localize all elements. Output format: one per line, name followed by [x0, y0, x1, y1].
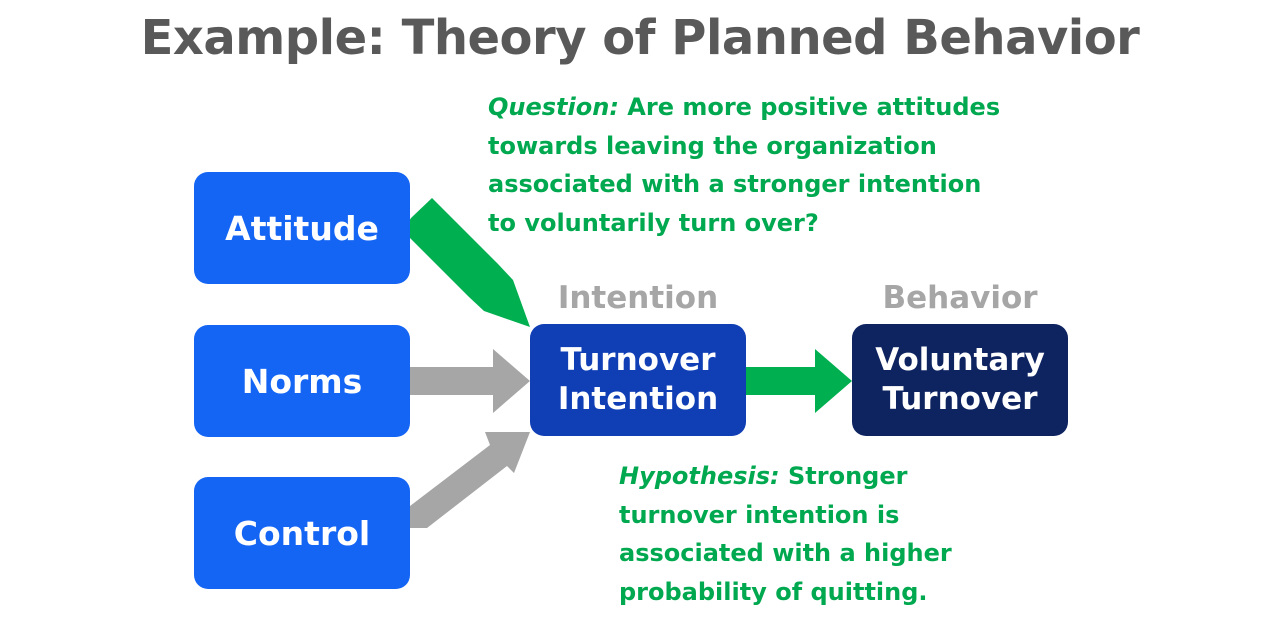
turnover-intention-box: Turnover Intention: [530, 324, 746, 436]
voluntary-turnover-box: Voluntary Turnover: [852, 324, 1068, 436]
control-label: Control: [233, 513, 371, 553]
hypothesis-line-3: associated with a higher: [619, 539, 952, 567]
question-prefix: Question:: [488, 93, 619, 121]
question-line-3: associated with a stronger intention: [488, 170, 982, 198]
hypothesis-line-2: turnover intention is: [619, 500, 900, 529]
intention-column-label: Intention: [557, 280, 719, 316]
hypothesis-line-1: Stronger: [779, 462, 908, 490]
arrow-intention-to-behavior: [746, 349, 852, 413]
attitude-label: Attitude: [225, 208, 379, 248]
norms-label: Norms: [241, 361, 363, 401]
page-title: Example: Theory of Planned Behavior: [140, 10, 1140, 66]
arrow-control-to-intention: [410, 432, 530, 528]
behavior-column-label: Behavior: [882, 280, 1038, 316]
intention-line-2: Intention: [557, 381, 719, 417]
hypothesis-note: Hypothesis: Stronger turnover intention …: [619, 457, 1049, 611]
arrow-norms-to-intention: [410, 349, 530, 413]
intention-line-1: Turnover: [560, 342, 716, 379]
behavior-line-2: Turnover: [882, 381, 1038, 417]
question-note: Question: Are more positive attitudes to…: [488, 88, 1048, 242]
question-line-1: Are more positive attitudes: [618, 93, 1001, 121]
arrow-attitude-to-intention: [403, 198, 530, 327]
question-line-4: to voluntarily turn over?: [488, 208, 819, 237]
hypothesis-prefix: Hypothesis:: [619, 462, 780, 490]
control-box: Control: [194, 477, 410, 589]
attitude-box: Attitude: [194, 172, 410, 284]
behavior-line-1: Voluntary: [875, 342, 1045, 379]
hypothesis-line-4: probability of quitting.: [619, 577, 928, 606]
norms-box: Norms: [194, 325, 410, 437]
question-line-2: towards leaving the organization: [488, 131, 937, 160]
